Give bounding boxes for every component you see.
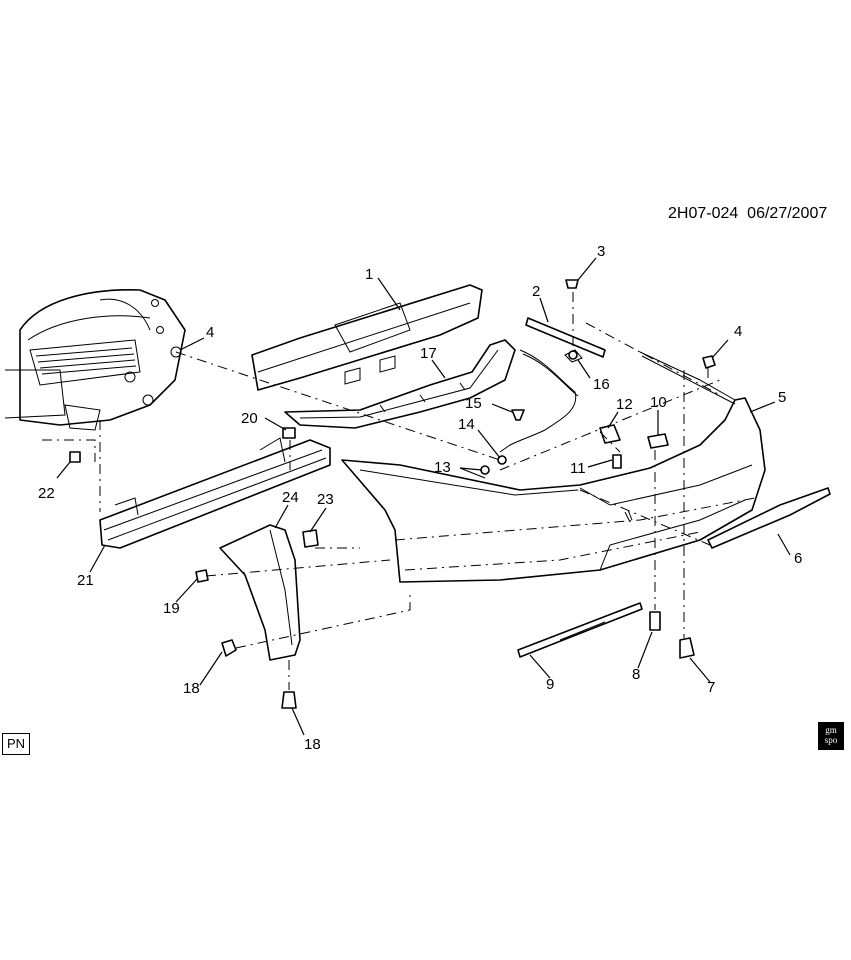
callout-14: 14 [458,416,475,433]
callout-22: 22 [38,485,55,502]
callout-15: 15 [465,395,482,412]
logo-text-top: gm [825,725,837,735]
callout-13: 13 [434,459,451,476]
callout-16: 16 [593,376,610,393]
nut-part-22 [69,451,81,463]
strip-part-9 [517,602,643,658]
callout-24: 24 [282,489,299,506]
nut-part-13 [480,465,490,475]
bracket-strip-part-2 [525,317,606,363]
bulb-part-11 [612,454,622,469]
assembly-lines [42,292,721,690]
grommet-part-16 [568,350,578,360]
callout-7: 7 [707,679,716,696]
push-pin-part-15 [511,409,525,421]
clip-part-23 [302,529,319,548]
callout-11: 11 [570,460,586,477]
diagram-number: 2H07-024 [668,205,739,222]
callout-20: 20 [241,410,258,427]
bumper-fascia-part-5 [341,351,766,583]
nut-part-4-right [702,355,716,369]
nut-4-left [170,346,182,358]
clip-part-20 [282,427,296,439]
vehicle-body-section [4,288,186,431]
callout-10: 10 [650,394,667,411]
push-pin-part-18-lower [281,691,297,709]
callout-18-upper: 18 [183,680,200,697]
push-pin-part-3 [565,279,579,289]
diagram-code: 2H07-024 06/27/2007 [668,205,827,223]
bolt-part-8 [649,611,661,631]
callout-12: 12 [616,396,633,413]
wheelhouse-liner-part-24 [219,524,301,661]
bracket-part-10 [647,433,669,449]
energy-absorber-part-1 [251,284,483,391]
wiring-harness [499,349,577,453]
callout-3: 3 [597,243,606,260]
callout-1: 1 [365,266,374,283]
bracket-part-17 [284,339,516,429]
molding-part-6 [707,487,831,549]
callout-19: 19 [163,600,180,617]
gm-spo-logo: gm spo [818,722,844,750]
logo-text-bottom: spo [824,735,838,745]
callout-21: 21 [77,572,94,589]
pn-badge: PN [2,733,31,755]
callout-2: 2 [532,283,541,300]
push-pin-part-18-upper [221,639,237,657]
diagram-date: 06/27/2007 [747,205,828,222]
impact-bar-part-21 [99,437,331,549]
callout-4-left: 4 [206,324,215,341]
leader-lines [56,257,791,736]
callout-23: 23 [317,491,334,508]
callout-6: 6 [794,550,803,567]
callout-4-right: 4 [734,323,743,340]
callout-5: 5 [778,389,787,406]
callout-8: 8 [632,666,641,683]
callout-9: 9 [546,676,555,693]
callout-18-lower: 18 [304,736,321,753]
push-pin-part-7 [679,637,695,659]
callout-17: 17 [420,345,437,362]
